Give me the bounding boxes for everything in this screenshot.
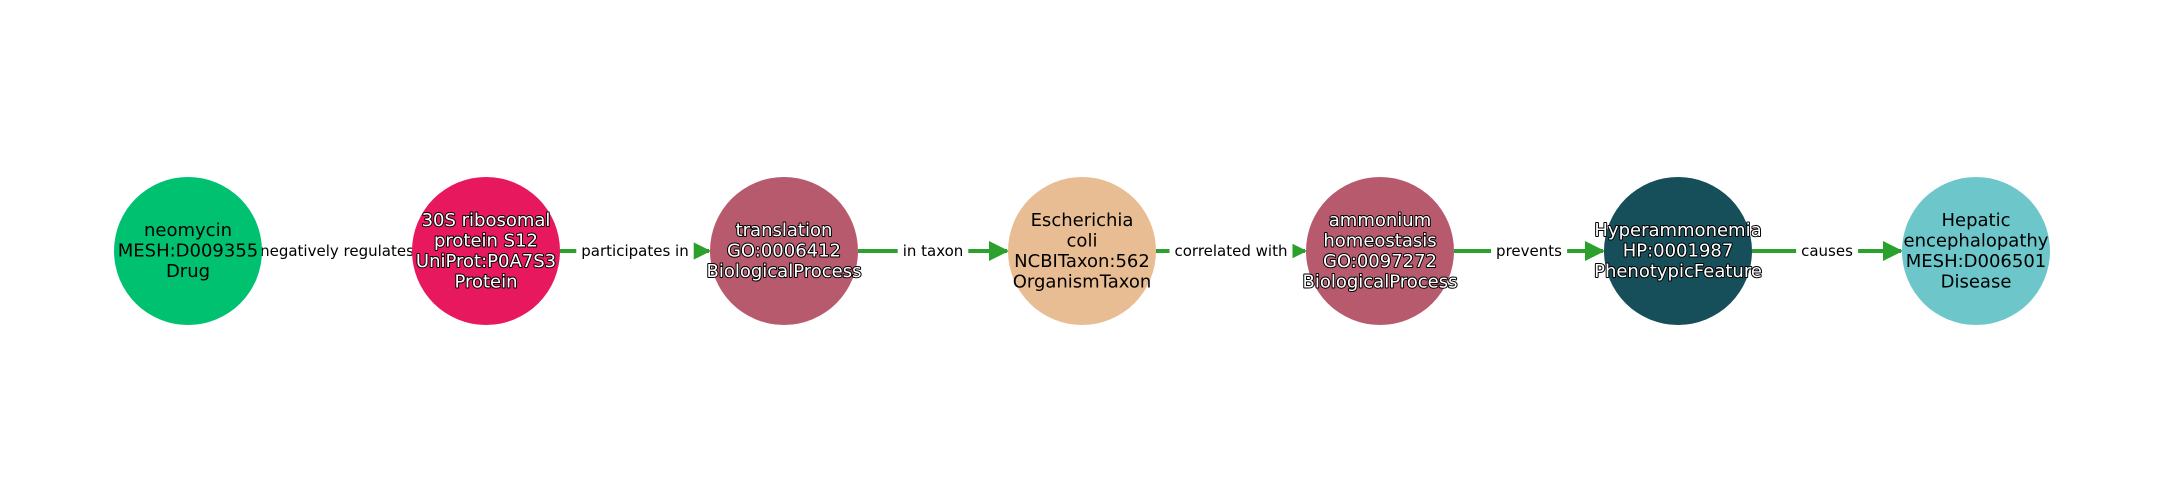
edge-label: negatively regulates xyxy=(260,242,414,260)
node-label-line: GO:0006412 xyxy=(727,241,841,262)
node-label-line: translation xyxy=(736,220,833,241)
edge-label-background xyxy=(897,241,969,261)
node-label-line: OrganismTaxon xyxy=(1013,271,1152,292)
edge-correlated-with: correlated with xyxy=(1156,241,1307,261)
node-label-line: Drug xyxy=(166,261,210,282)
node-circle xyxy=(710,177,858,325)
edge-label-background xyxy=(576,241,694,261)
edge-label: correlated with xyxy=(1175,242,1288,260)
node-label-line: MESH:D006501 xyxy=(1906,251,2047,272)
node-label-line: UniProt:P0A7S3 xyxy=(416,251,556,272)
node-circle xyxy=(1008,177,1156,325)
node-circle xyxy=(114,177,262,325)
node-label-line: encephalopathy xyxy=(1904,230,2049,251)
edge-label: causes xyxy=(1801,242,1853,260)
node-circle xyxy=(1902,177,2050,325)
node-label-line: NCBITaxon:562 xyxy=(1014,251,1150,272)
node-label-line: Protein xyxy=(454,271,517,292)
edges-layer: negatively regulates participates in in ta… xyxy=(255,241,1903,261)
node-label-line: coli xyxy=(1067,230,1098,251)
node-label-line: Escherichia xyxy=(1031,210,1134,231)
node-ammonium-homeostasis: ammoniumhomeostasisGO:0097272BiologicalP… xyxy=(1301,177,1459,325)
node-label-line: PhenotypicFeature xyxy=(1594,261,1762,282)
edge-label-background xyxy=(1491,241,1568,261)
node-circle xyxy=(1306,177,1454,325)
node-label-line: homeostasis xyxy=(1323,230,1436,251)
node-label-line: MESH:D009355 xyxy=(118,241,259,262)
node-label-line: BiologicalProcess xyxy=(1302,271,1457,292)
edge-label-background xyxy=(1169,241,1293,261)
edge-causes: causes xyxy=(1752,241,1903,261)
edge-label-background xyxy=(255,241,420,261)
node-escherichia-coli: EscherichiacoliNCBITaxon:562OrganismTaxo… xyxy=(1008,177,1156,325)
edge-negatively-regulates: negatively regulates xyxy=(255,241,420,261)
node-label-line: HP:0001987 xyxy=(1623,241,1734,262)
node-hyperammonemia: HyperammonemiaHP:0001987PhenotypicFeatur… xyxy=(1593,177,1763,325)
node-circle xyxy=(1604,177,1752,325)
node-label-line: Hyperammonemia xyxy=(1594,220,1761,241)
node-label-line: Hepatic xyxy=(1941,210,2010,231)
edge-label: prevents xyxy=(1496,242,1562,260)
node-circle xyxy=(412,177,560,325)
node-label-line: BiologicalProcess xyxy=(706,261,861,282)
edge-participates-in: participates in xyxy=(560,241,711,261)
edge-in-taxon: in taxon xyxy=(858,241,1009,261)
node-label-line: 30S ribosomal xyxy=(422,210,551,231)
node-label-line: protein S12 xyxy=(434,230,538,251)
edge-prevents: prevents xyxy=(1454,241,1605,261)
edge-label-background xyxy=(1796,241,1859,261)
edge-label: participates in xyxy=(581,242,688,260)
node-label-line: Disease xyxy=(1941,271,2012,292)
node-label-line: ammonium xyxy=(1329,210,1431,231)
edge-label: in taxon xyxy=(903,242,964,260)
node-label-line: GO:0097272 xyxy=(1323,251,1437,272)
node-label-line: neomycin xyxy=(144,220,232,241)
